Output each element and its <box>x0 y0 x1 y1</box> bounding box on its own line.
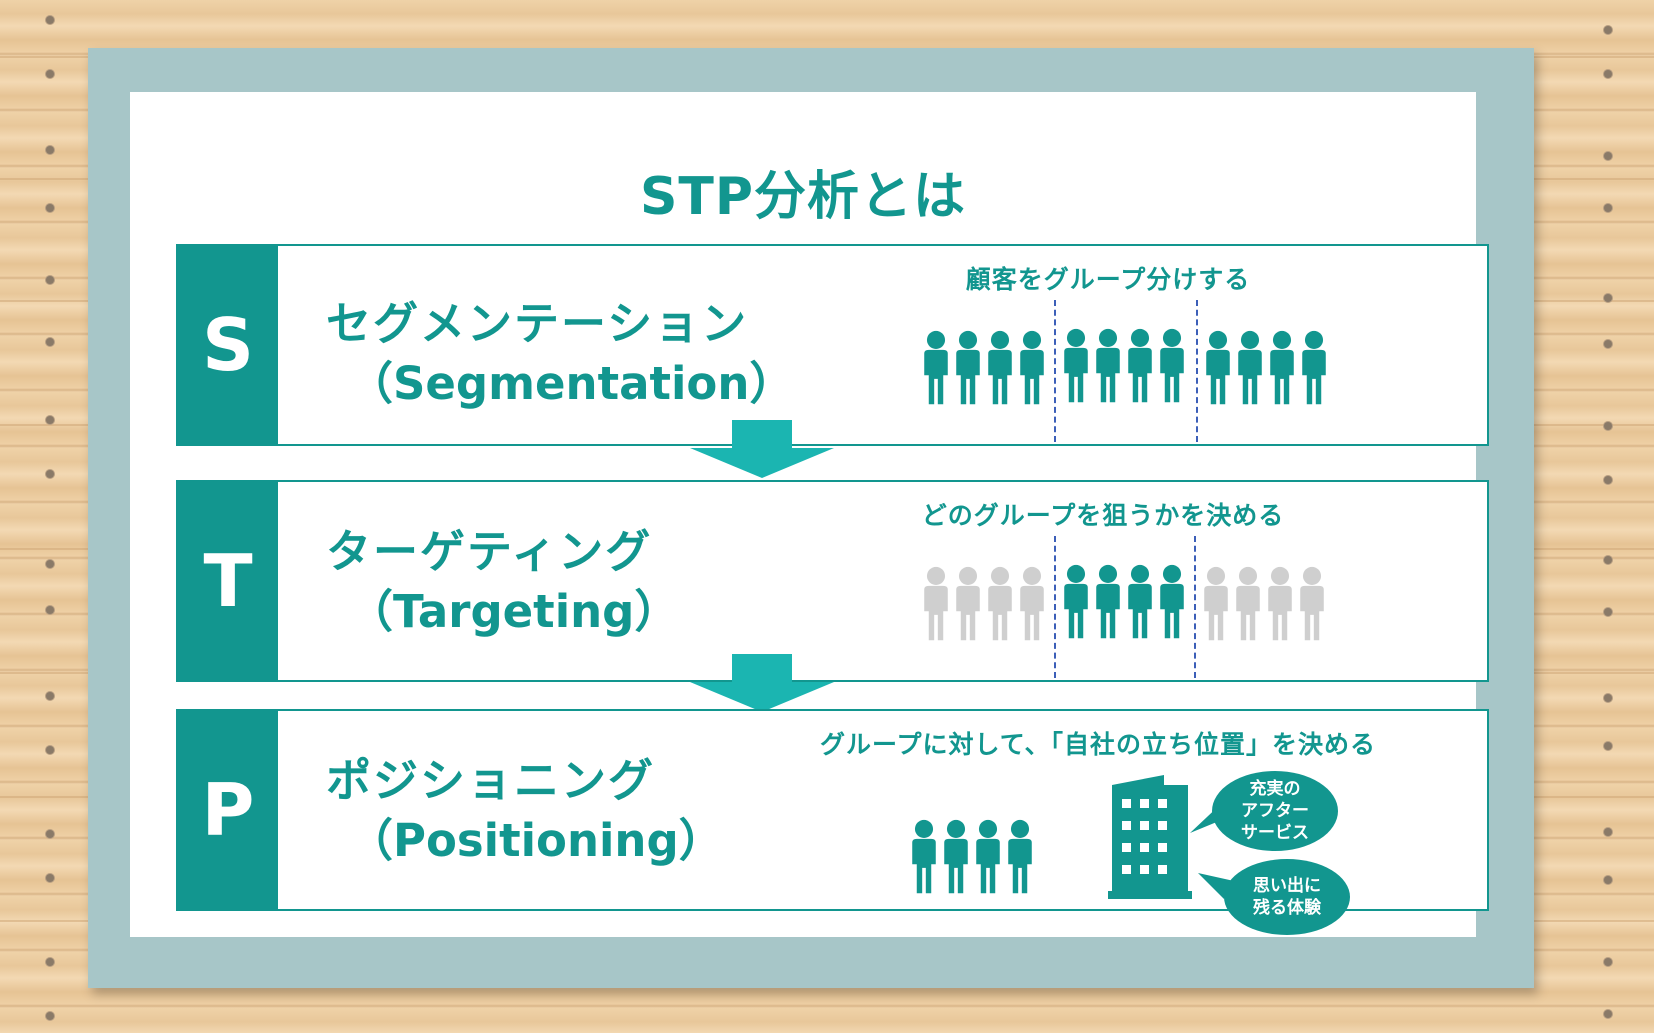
term-ja-t: ターゲティング <box>326 525 653 578</box>
stp-row-positioning: P ポジショニング （Positioning） グループに対して、「自社の立ち位… <box>176 709 1489 935</box>
board-frame: STP分析とは S セグメンテーション （Segmentation） 顧客をグル… <box>88 48 1534 988</box>
term-en-t: （Targeting） <box>348 585 680 638</box>
caption-p: グループに対して、「自社の立ち位置」を決める <box>819 730 1376 759</box>
bubble-line: 思い出に <box>1253 876 1321 896</box>
people-group-icon <box>1204 566 1324 641</box>
row-letter-s: S <box>178 246 278 444</box>
people-group-icon <box>924 566 1044 641</box>
row-letter-t: T <box>178 482 278 680</box>
stp-row-targeting: T ターゲティング （Targeting） どのグループを狙うかを決める <box>176 480 1489 682</box>
row-term-t: ターゲティング （Targeting） <box>326 522 679 642</box>
people-group-icon <box>1064 328 1184 403</box>
term-ja-s: セグメンテーション <box>326 297 749 350</box>
bubble-line: アフター <box>1241 801 1309 821</box>
caption-t: どのグループを狙うかを決める <box>921 501 1285 530</box>
term-ja-p: ポジショニング <box>326 754 656 807</box>
group-divider <box>1054 536 1056 678</box>
bubble-line: 残る体験 <box>1253 898 1321 918</box>
bubble-line: 充実の <box>1249 779 1301 799</box>
people-group-icon <box>924 330 1044 405</box>
speech-bubble-experience: 思い出に 残る体験 <box>1224 859 1350 935</box>
arrow-down-icon <box>690 420 834 478</box>
term-en-s: （Segmentation） <box>348 357 795 410</box>
people-group-icon <box>912 819 1032 894</box>
bubble-line: サービス <box>1241 823 1309 843</box>
row-term-p: ポジショニング （Positioning） <box>326 751 724 871</box>
people-group-icon <box>1206 330 1326 405</box>
stp-row-segmentation: S セグメンテーション （Segmentation） 顧客をグループ分けする <box>176 244 1489 446</box>
people-group-icon <box>1064 564 1184 639</box>
group-divider <box>1196 300 1198 442</box>
group-divider <box>1054 300 1056 442</box>
group-divider <box>1194 536 1196 678</box>
page-title: STP分析とは <box>639 167 967 227</box>
row-letter-p: P <box>178 711 278 909</box>
paper-sheet: STP分析とは S セグメンテーション （Segmentation） 顧客をグル… <box>130 92 1489 937</box>
row-term-s: セグメンテーション （Segmentation） <box>326 294 794 414</box>
term-en-p: （Positioning） <box>348 814 724 867</box>
arrow-down-icon <box>690 654 834 712</box>
speech-bubble-service: 充実の アフター サービス <box>1212 771 1338 851</box>
office-building-icon <box>1108 775 1192 899</box>
caption-s: 顧客をグループ分けする <box>965 265 1251 294</box>
